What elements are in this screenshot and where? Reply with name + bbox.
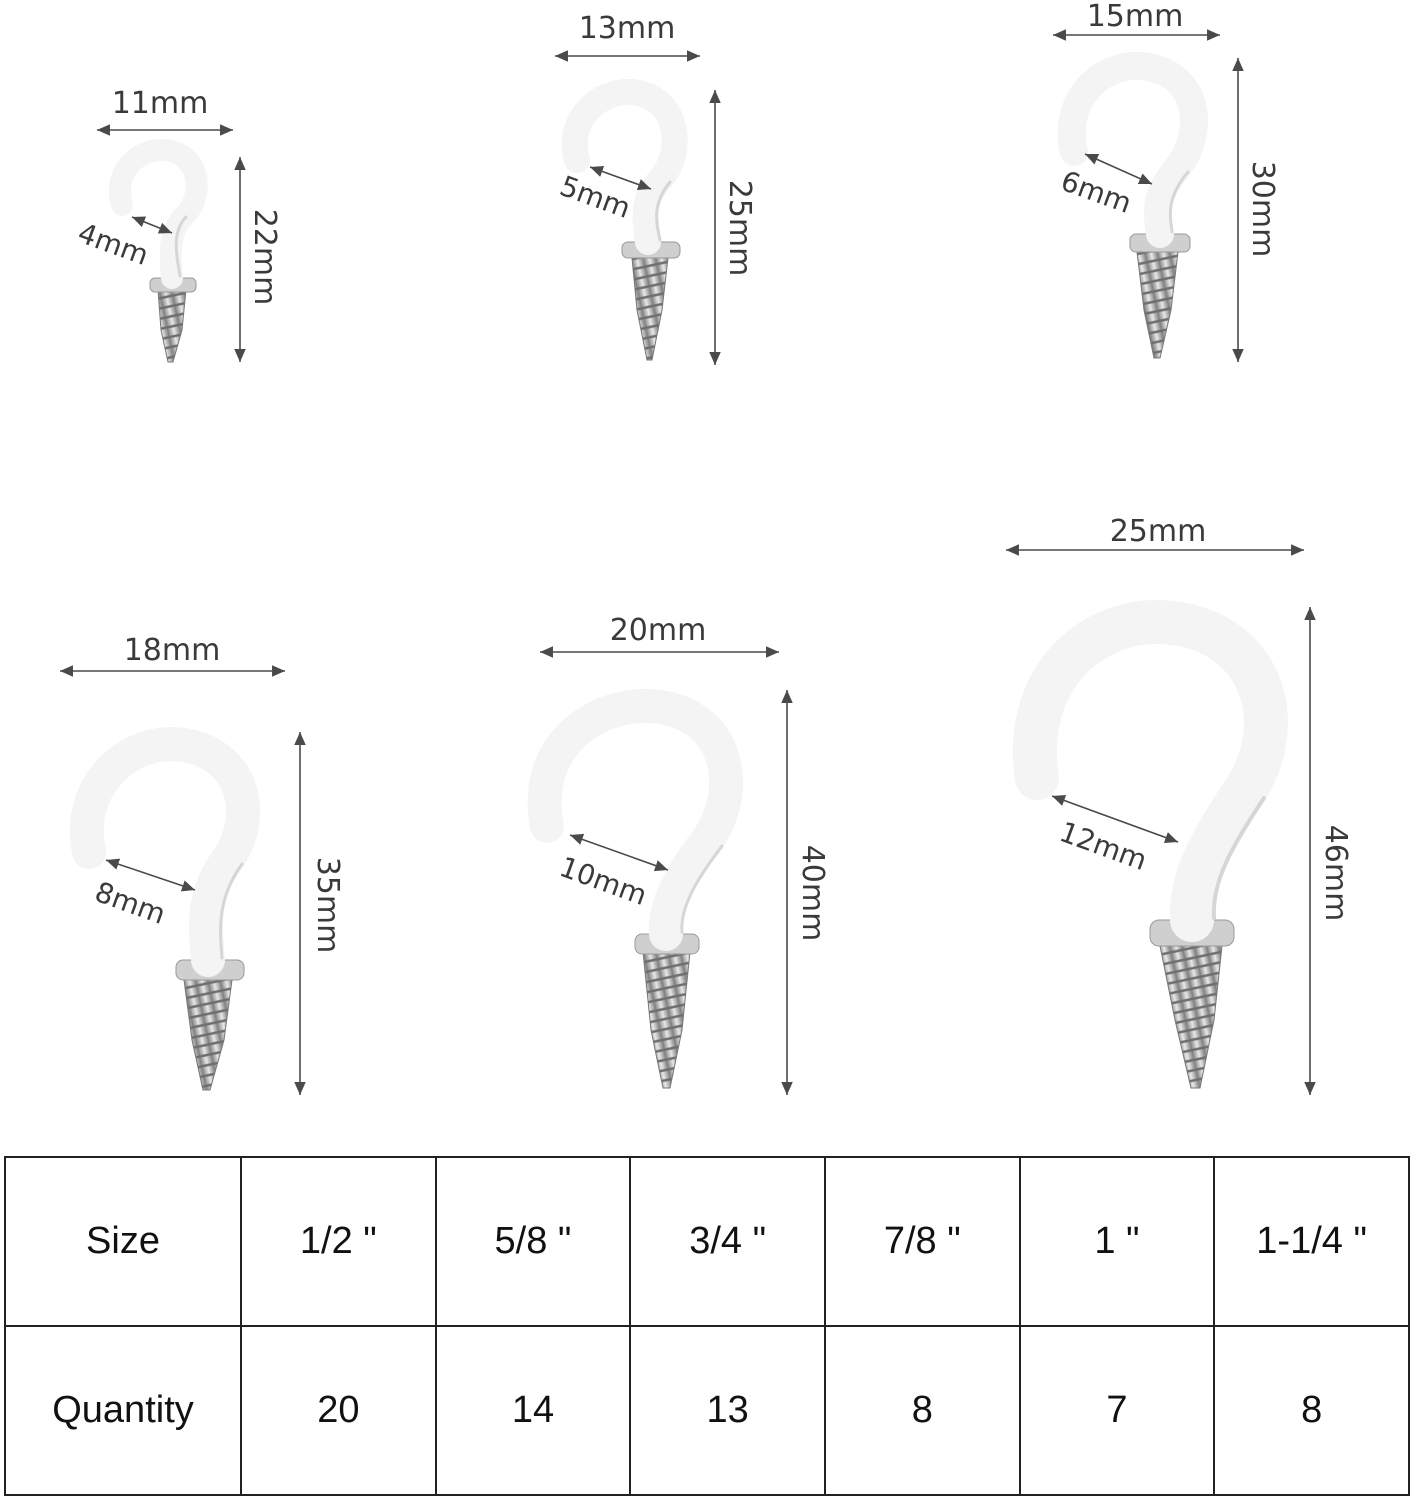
hook-2-body bbox=[562, 78, 688, 255]
hook-1-body bbox=[109, 138, 208, 289]
hook-4-screw bbox=[183, 979, 233, 1091]
hook-5-width-label: 20mm bbox=[610, 613, 707, 648]
hook-4-illustration bbox=[69, 727, 261, 1091]
size-header: Size bbox=[4, 1156, 242, 1327]
size-cell: 5/8 " bbox=[434, 1156, 632, 1327]
hook-1-screw bbox=[157, 289, 187, 363]
hook-3-body bbox=[1057, 51, 1208, 248]
hook-3: 15mm 30mm 6mm bbox=[1053, 0, 1280, 362]
spec-table: Size 1/2 " 5/8 " 3/4 " 7/8 " 1 " 1-1/4 "… bbox=[4, 1156, 1410, 1496]
hook-5-screw bbox=[642, 951, 691, 1089]
hook-2-screw bbox=[631, 257, 669, 361]
hook-3-gap-arrow bbox=[1084, 153, 1153, 185]
quantity-row: Quantity 20 14 13 8 7 8 bbox=[4, 1325, 1410, 1496]
hook-5-body bbox=[527, 688, 744, 951]
hook-1-illustration bbox=[109, 138, 208, 363]
hook-4: 18mm 35mm 8mm bbox=[60, 633, 345, 1095]
hook-4-gap-label: 8mm bbox=[91, 875, 170, 931]
hook-2: 13mm 25mm 5mm bbox=[555, 11, 757, 365]
hook-2-gap-arrow bbox=[589, 165, 652, 191]
size-cell: 1-1/4 " bbox=[1213, 1156, 1410, 1327]
hook-1-width-label: 11mm bbox=[112, 86, 209, 121]
quantity-header: Quantity bbox=[4, 1325, 242, 1496]
hook-6-gap-label: 12mm bbox=[1055, 815, 1151, 877]
hook-6: 25mm 46mm 12mm bbox=[1006, 514, 1353, 1095]
hook-1-height-label: 22mm bbox=[247, 209, 282, 306]
hook-6-height-label: 46mm bbox=[1318, 825, 1353, 922]
hook-diagram: 11mm 22mm 4mm 13mm 25mm 5mm 15mm 30mm bbox=[60, 0, 1353, 1095]
hook-2-gap-label: 5mm bbox=[556, 169, 635, 225]
hook-4-height-label: 35mm bbox=[310, 857, 345, 954]
size-cell: 7/8 " bbox=[823, 1156, 1021, 1327]
hook-5: 20mm 40mm 10mm bbox=[527, 613, 830, 1095]
hook-4-gap-arrow bbox=[105, 858, 196, 892]
hook-6-screw bbox=[1159, 945, 1223, 1089]
quantity-cell: 8 bbox=[1213, 1325, 1410, 1496]
hook-3-gap-label: 6mm bbox=[1057, 164, 1136, 220]
quantity-cell: 20 bbox=[240, 1325, 437, 1496]
hook-4-body bbox=[69, 727, 261, 977]
hook-4-width-label: 18mm bbox=[124, 633, 221, 668]
hook-6-body bbox=[1013, 600, 1288, 942]
hook-1-gap-arrow bbox=[131, 216, 173, 234]
hook-2-height-label: 25mm bbox=[722, 180, 757, 277]
size-cell: 1/2 " bbox=[240, 1156, 437, 1327]
hook-6-gap-arrow bbox=[1051, 795, 1179, 843]
hook-3-illustration bbox=[1057, 51, 1208, 359]
quantity-cell: 8 bbox=[823, 1325, 1021, 1496]
size-row: Size 1/2 " 5/8 " 3/4 " 7/8 " 1 " 1-1/4 " bbox=[4, 1156, 1410, 1327]
hook-3-height-label: 30mm bbox=[1245, 161, 1280, 258]
hook-5-gap-arrow bbox=[569, 833, 669, 872]
hook-5-height-label: 40mm bbox=[795, 845, 830, 942]
hook-6-illustration bbox=[1013, 600, 1288, 1089]
hook-6-width-label: 25mm bbox=[1110, 514, 1207, 549]
hook-2-illustration bbox=[562, 78, 688, 361]
hook-2-width-label: 13mm bbox=[579, 11, 676, 46]
hook-5-illustration bbox=[527, 688, 744, 1089]
size-cell: 1 " bbox=[1018, 1156, 1216, 1327]
quantity-cell: 13 bbox=[629, 1325, 826, 1496]
quantity-cell: 14 bbox=[434, 1325, 632, 1496]
quantity-cell: 7 bbox=[1018, 1325, 1216, 1496]
hook-1: 11mm 22mm 4mm bbox=[74, 86, 282, 363]
hook-3-width-label: 15mm bbox=[1087, 0, 1184, 34]
hook-1-gap-label: 4mm bbox=[74, 216, 153, 272]
size-cell: 3/4 " bbox=[629, 1156, 826, 1327]
hook-3-screw bbox=[1136, 251, 1179, 359]
